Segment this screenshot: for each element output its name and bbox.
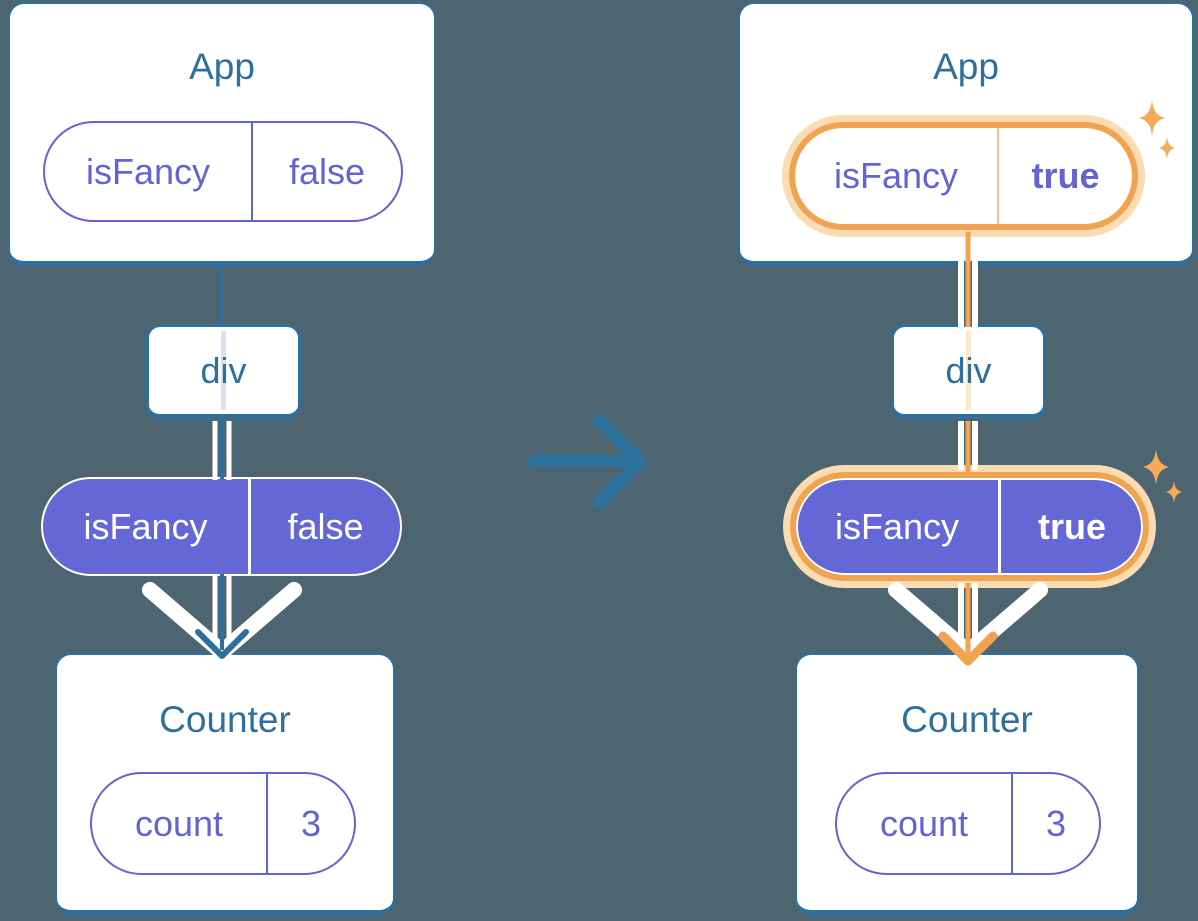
state-value: 3 <box>300 802 322 844</box>
left-app-card: App isFancy false <box>8 2 436 266</box>
state-name: count <box>837 774 1013 873</box>
transition-arrow-head <box>593 414 646 509</box>
right-div-label: div <box>945 349 992 391</box>
left-counter-card: Counter count 3 <box>55 653 395 915</box>
right-app-title: App <box>933 46 999 87</box>
left-div-node: div <box>146 324 301 419</box>
prop-name: isFancy <box>795 128 999 224</box>
right-app-prop-pill-highlighted: isFancy true <box>789 122 1138 230</box>
transition-arrow-icon <box>528 414 646 509</box>
left-passed-prop-pill: isFancy false <box>41 477 402 576</box>
right-counter-card: Counter count 3 <box>795 653 1139 915</box>
right-passed-prop-pill-highlighted: isFancy true <box>790 472 1149 581</box>
prop-value: true <box>1037 505 1106 547</box>
sparkle-icon-small <box>1165 480 1183 504</box>
left-app-title: App <box>189 46 255 87</box>
prop-value: false <box>288 150 366 192</box>
left-counter-title: Counter <box>159 699 291 740</box>
prop-name: isFancy <box>796 478 1001 575</box>
right-div-node: div <box>891 324 1046 419</box>
prop-name: isFancy <box>43 479 251 574</box>
prop-value: false <box>287 505 364 547</box>
pass-through-line <box>221 331 226 410</box>
state-name: count <box>92 774 268 873</box>
right-counter-title: Counter <box>901 699 1033 740</box>
prop-value: true <box>1031 155 1100 196</box>
sparkle-icon <box>1143 449 1169 485</box>
left-app-prop-pill: isFancy false <box>43 121 403 222</box>
prop-name: isFancy <box>45 123 253 220</box>
left-div-label: div <box>200 349 247 391</box>
right-white-chevron-arrow-icon <box>888 582 1048 660</box>
state-value: 3 <box>1045 802 1067 844</box>
left-white-chevron-arrow-icon <box>142 582 302 660</box>
left-counter-state-pill: count 3 <box>90 772 356 875</box>
right-counter-state-pill: count 3 <box>835 772 1101 875</box>
pass-through-line <box>966 331 971 410</box>
